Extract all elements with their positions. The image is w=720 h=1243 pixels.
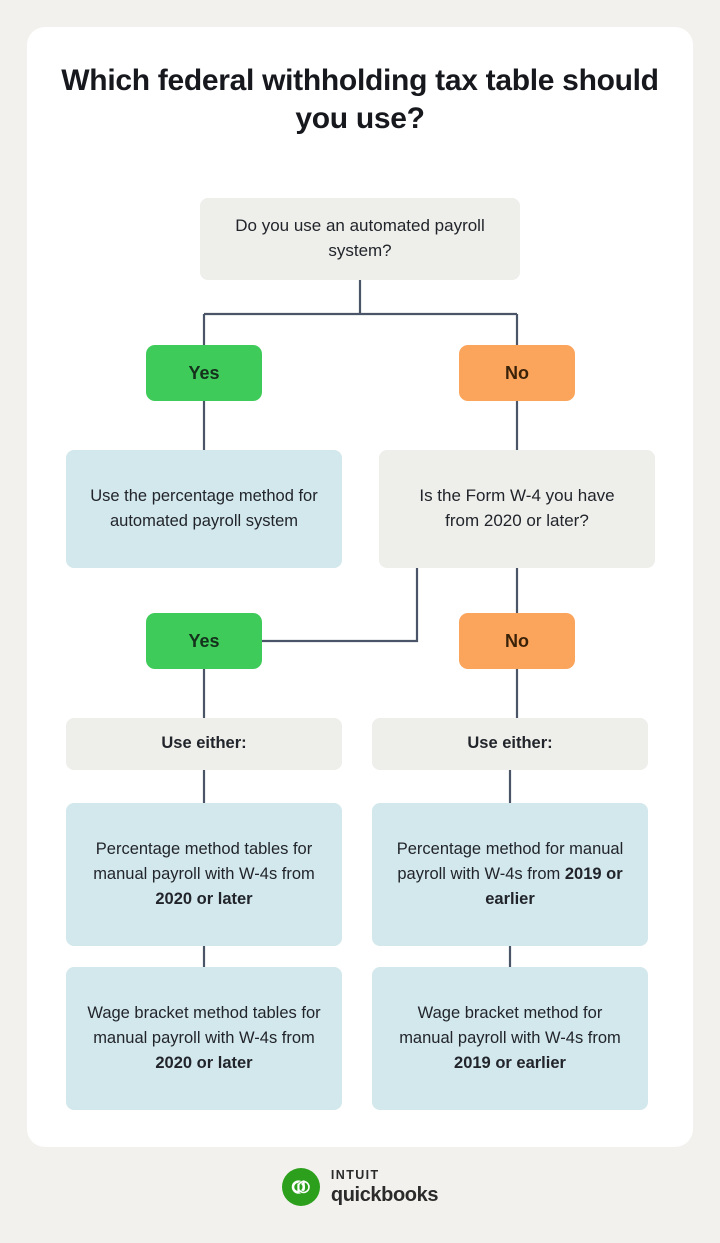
quickbooks-wordmark: quickbooks <box>330 1183 439 1206</box>
brand-wordmark: INTUIT quickbooks <box>330 1168 439 1206</box>
pct-right-emphasis: 2019 or earlier <box>485 864 623 909</box>
branch-yes-w4-2020: Yes <box>146 613 262 669</box>
pct-left-emphasis: 2020 or later <box>155 890 253 909</box>
outcome-percentage-manual-2020: Percentage method tables for manual payr… <box>66 803 342 946</box>
question-form-w4-year: Is the Form W-4 you have from 2020 or la… <box>379 450 655 568</box>
footer-brand: INTUIT quickbooks <box>0 1168 720 1206</box>
branch-no-w4-2020: No <box>459 613 575 669</box>
outcome-percentage-manual-2019: Percentage method for manual payroll wit… <box>372 803 648 946</box>
qb-glyph-icon <box>291 1180 311 1194</box>
branch-no-automated: No <box>459 345 575 401</box>
question-automated-payroll: Do you use an automated payroll system? <box>200 198 520 280</box>
wage-right-emphasis: 2019 or earlier <box>454 1054 566 1073</box>
pct-right-text: Percentage method for manual payroll wit… <box>396 839 624 883</box>
outcome-wage-bracket-manual-2020: Wage bracket method tables for manual pa… <box>66 967 342 1110</box>
use-either-header-right: Use either: <box>372 718 648 770</box>
quickbooks-circle-logo-icon <box>281 1168 320 1206</box>
branch-yes-automated: Yes <box>146 345 262 401</box>
use-either-header-left: Use either: <box>66 718 342 770</box>
page-title: Which federal withholding tax table shou… <box>61 64 659 136</box>
wage-right-text: Wage bracket method for manual payroll w… <box>399 1003 621 1047</box>
wage-left-emphasis: 2020 or later <box>155 1054 253 1073</box>
intuit-wordmark: INTUIT <box>330 1168 380 1183</box>
wage-left-text: Wage bracket method tables for manual pa… <box>87 1003 321 1047</box>
outcome-percentage-automated: Use the percentage method for automated … <box>66 450 342 568</box>
pct-left-text: Percentage method tables for manual payr… <box>93 839 315 883</box>
outcome-wage-bracket-manual-2019: Wage bracket method for manual payroll w… <box>372 967 648 1110</box>
